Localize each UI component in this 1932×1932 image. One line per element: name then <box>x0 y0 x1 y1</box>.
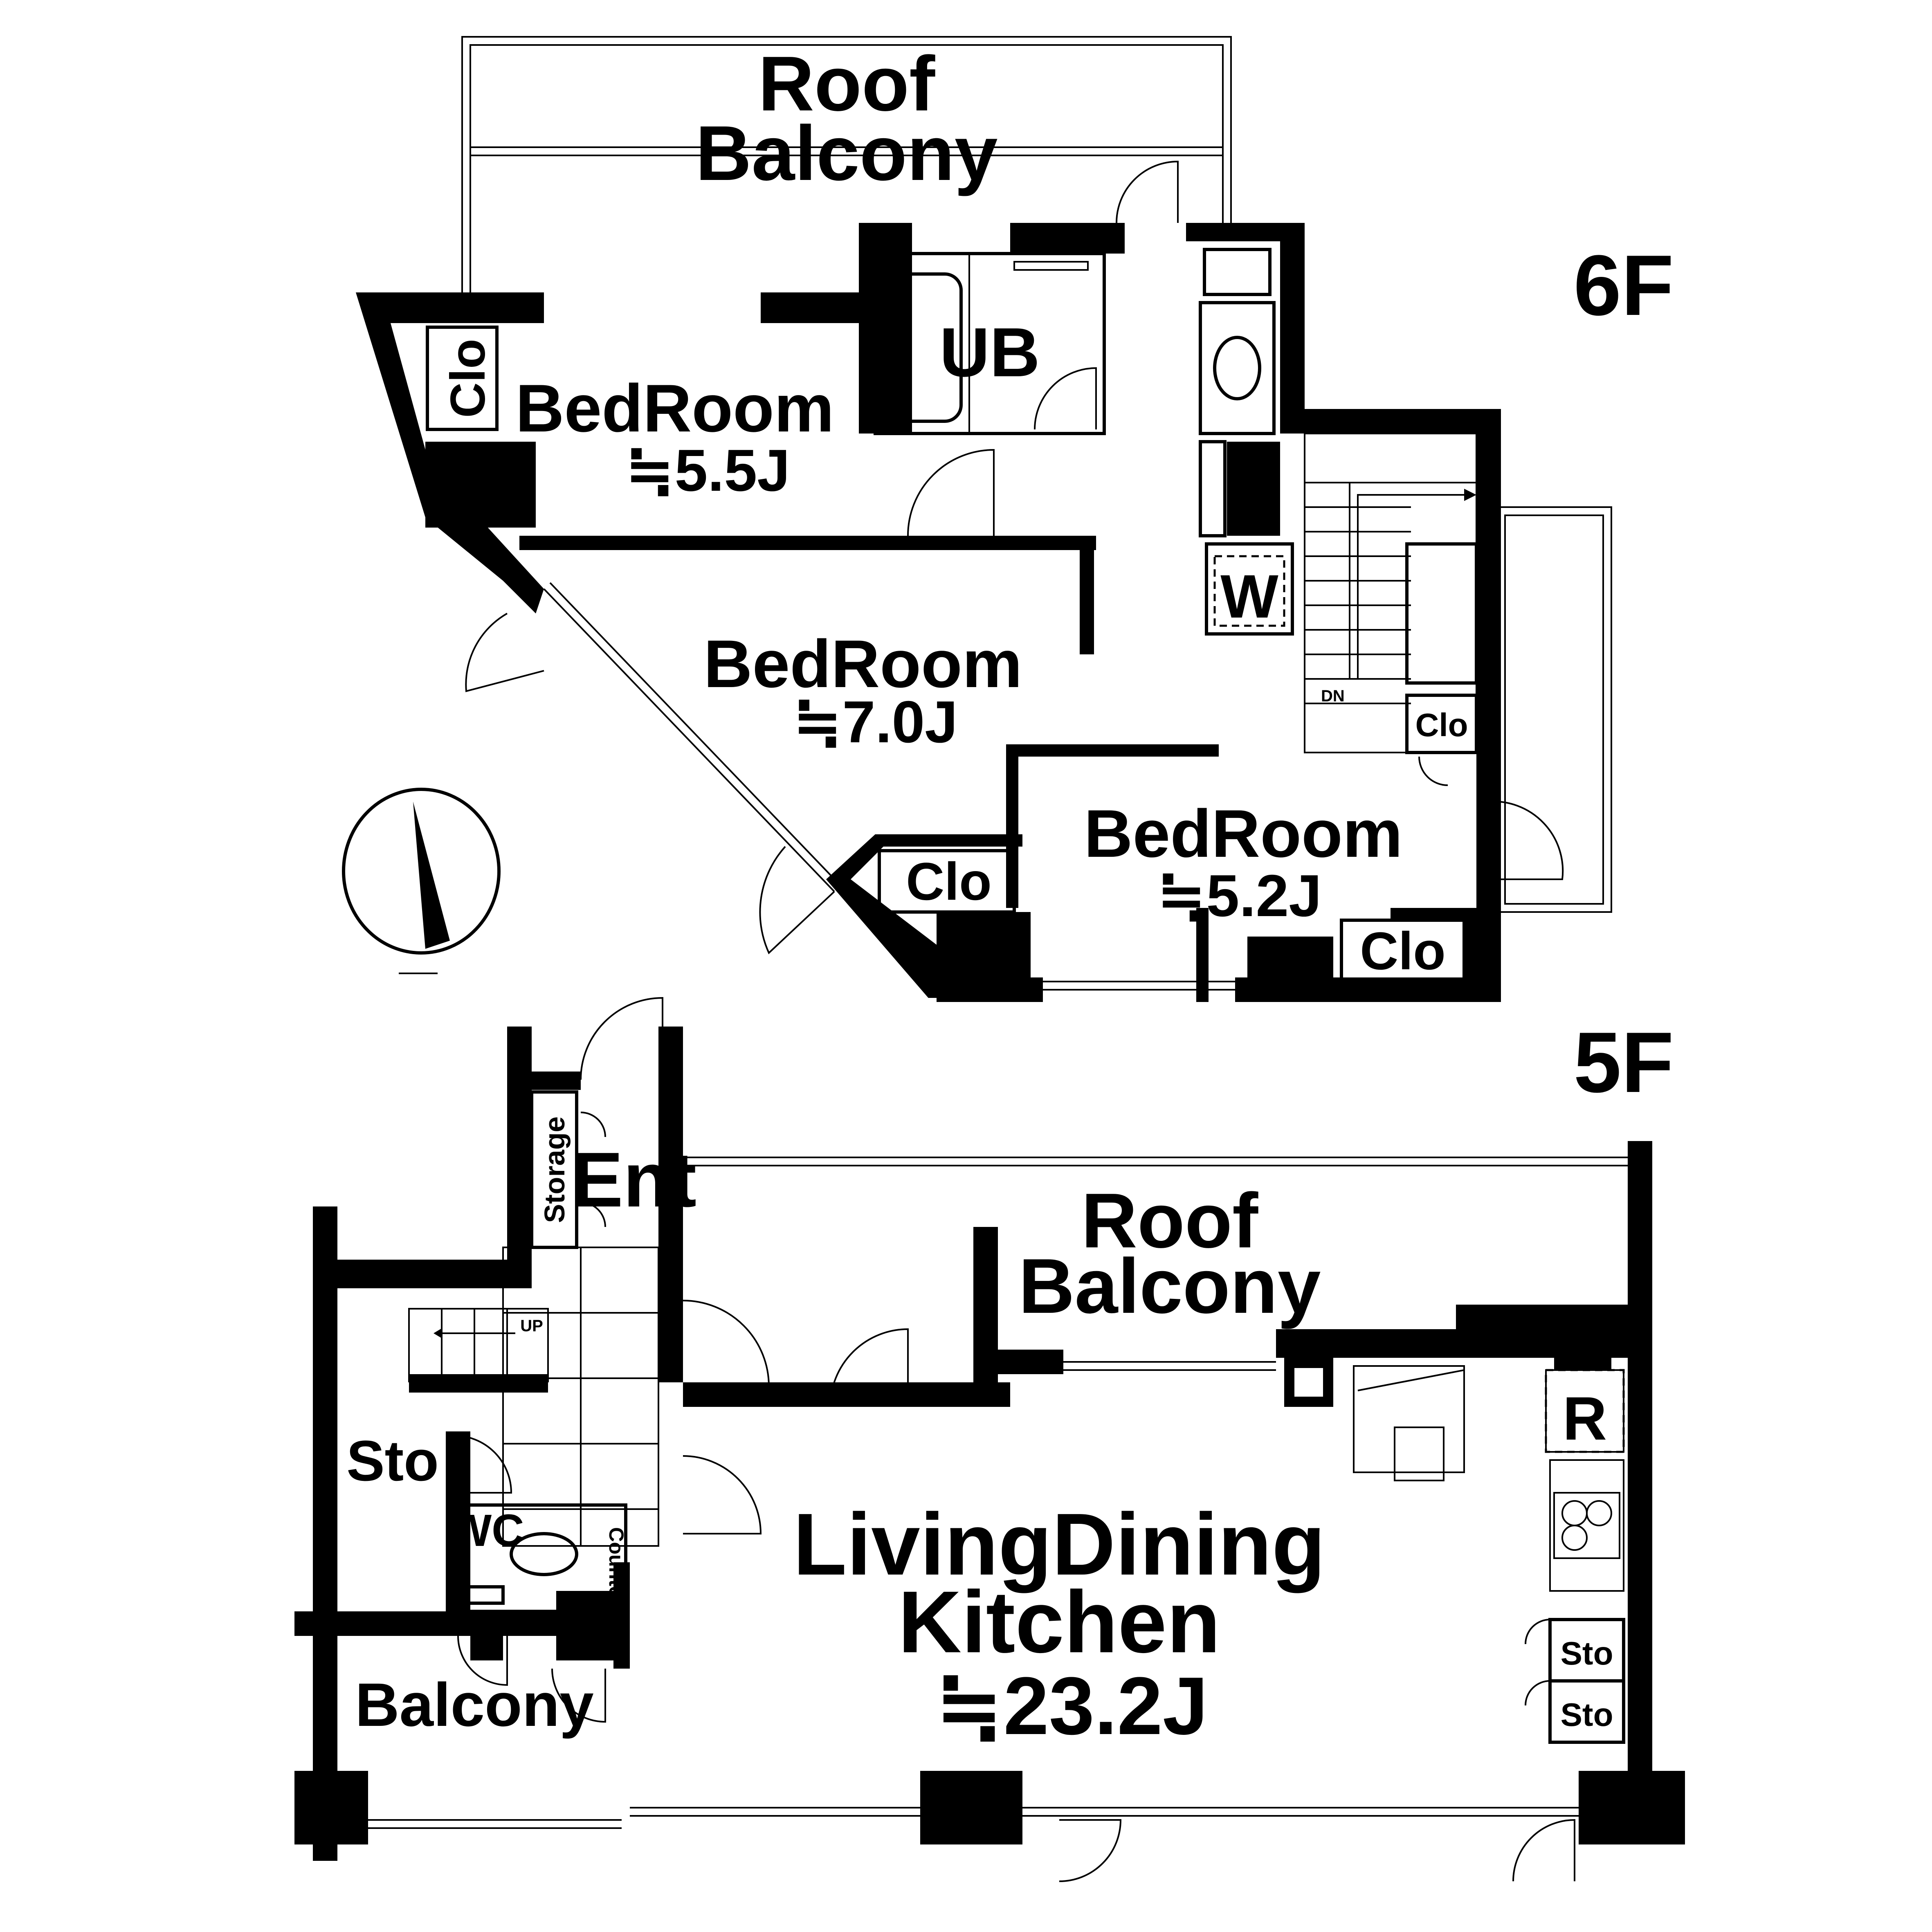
closet-6f-stair-box <box>1405 694 1478 754</box>
room-label-roof-balcony-5f-2: Balcony <box>1018 1243 1321 1330</box>
room-label-ent: Ent <box>571 1137 696 1223</box>
room-label-roof-balcony-6f-2: Balcony <box>695 110 997 197</box>
doors-6f <box>465 160 1564 955</box>
roof-balcony-5f-outline <box>683 1157 1628 1166</box>
floor-label-6f: 6F <box>1573 237 1674 333</box>
roof-balcony-6f-outline <box>461 36 1232 294</box>
room-label-wc: WC <box>449 1505 524 1556</box>
stair-6f <box>1304 433 1477 753</box>
room-label-ldk-1: LivingDining <box>793 1495 1325 1593</box>
cabinet-6f-right <box>1405 542 1478 685</box>
closet-6f-mid-box <box>878 849 1016 914</box>
room-label-ldk-size: ≒23.2J <box>935 1660 1208 1752</box>
closet-6f-right-box <box>1340 919 1466 983</box>
room-label-clo-right: Clo <box>1360 921 1445 981</box>
room-label-sto-left: Sto <box>346 1429 439 1493</box>
stair-5f <box>408 1308 549 1382</box>
room-label-sto-b: Sto <box>1561 1696 1613 1733</box>
stair-label-up: UP <box>520 1317 543 1335</box>
room-label-bedroom-a-size: ≒5.5J <box>625 437 790 503</box>
room-label-bedroom-c: BedRoom <box>1084 796 1402 871</box>
windows-5f <box>368 1361 1579 1829</box>
room-label-clo-left: Clo <box>440 339 495 418</box>
room-label-balcony: Balcony <box>355 1670 594 1739</box>
room-label-roof-balcony-5f-1: Roof <box>1081 1177 1258 1264</box>
room-label-w: W <box>1220 562 1278 631</box>
floor-5f: Roof Balcony Storage Ent UP Sto <box>294 997 1685 1882</box>
washbasin-fixture <box>1199 248 1280 537</box>
closet-6f-left-box <box>426 326 499 431</box>
room-label-bedroom-a: BedRoom <box>515 371 834 446</box>
compass-icon <box>342 788 501 974</box>
room-label-ldk-2: Kitchen <box>898 1573 1220 1671</box>
room-label-bedroom-c-size: ≒5.2J <box>1157 863 1322 929</box>
floor-label-5f: 5F <box>1573 1014 1674 1110</box>
stair-arrow-icon <box>1464 489 1476 501</box>
kitchen-fixtures <box>1284 1358 1625 1592</box>
walls-6f <box>356 223 1501 1002</box>
balcony-6f-right-outline <box>1496 506 1612 913</box>
entrance-floor-grid <box>502 1247 659 1547</box>
room-label-bedroom-b: BedRoom <box>703 626 1022 701</box>
room-label-ub: UB <box>939 314 1040 391</box>
room-label-counter: Counter <box>605 1527 628 1606</box>
room-label-clo-mid: Clo <box>906 851 991 911</box>
walls-5f <box>294 1027 1685 1861</box>
room-label-clo-stair: Clo <box>1415 707 1468 743</box>
sto-cabinet-b <box>1548 1679 1625 1744</box>
room-label-r: R <box>1563 1384 1607 1453</box>
diagonal-window-6f <box>543 582 841 892</box>
wc-fixtures <box>448 1503 627 1613</box>
room-label-roof-balcony-6f-1: Roof <box>758 40 935 127</box>
room-label-storage: Storage <box>539 1117 571 1223</box>
room-label-sto-a: Sto <box>1561 1635 1613 1671</box>
doors-5f <box>454 997 1575 1882</box>
bathroom-fixtures <box>874 252 1106 435</box>
washer-dashed-outline <box>1213 555 1285 627</box>
room-label-bedroom-b-size: ≒7.0J <box>793 689 958 755</box>
floor-6f: Clo UB W <box>356 36 1674 1002</box>
balcony-6f-right-inner <box>1504 514 1604 905</box>
stair-label-dn: DN <box>1321 687 1345 705</box>
washer-space <box>1205 542 1294 636</box>
